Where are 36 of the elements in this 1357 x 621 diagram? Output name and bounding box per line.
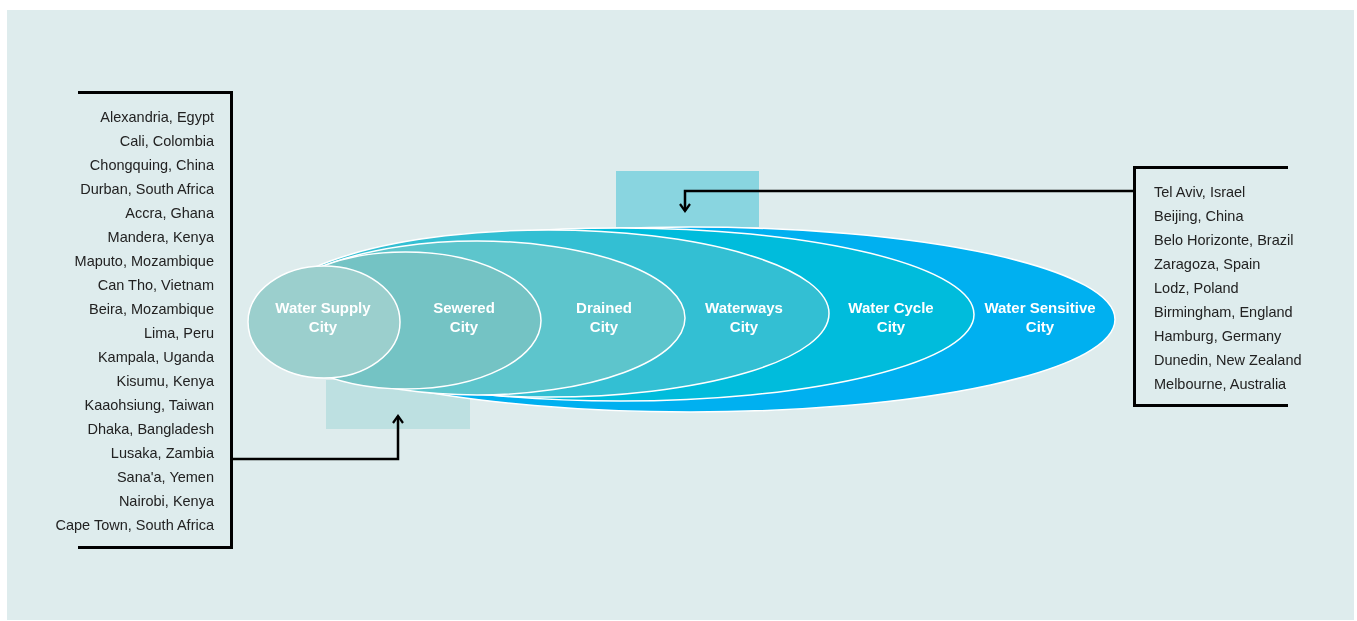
stage-label: Water Sensitive City (983, 298, 1097, 336)
city-name: Dunedin, New Zealand (1154, 351, 1302, 370)
city-name: Zaragoza, Spain (1154, 255, 1261, 274)
city-name: Maputo, Mozambique (74, 252, 214, 271)
arrow (678, 189, 1133, 213)
stage-label: Drained City (575, 298, 633, 336)
city-name: Melbourne, Australia (1154, 375, 1287, 394)
arrow (233, 414, 405, 461)
highlight-box (616, 171, 759, 227)
city-name: Alexandria, Egypt (100, 108, 214, 127)
city-name: Kaaohsiung, Taiwan (84, 396, 214, 415)
city-name: Cali, Colombia (119, 132, 214, 151)
city-name: Accra, Ghana (125, 204, 214, 223)
city-name: Birmingham, England (1154, 303, 1293, 322)
city-name: Beira, Mozambique (89, 300, 214, 319)
city-name: Lima, Peru (143, 324, 214, 343)
city-name: Belo Horizonte, Brazil (1154, 231, 1294, 250)
city-name: Hamburg, Germany (1154, 327, 1282, 346)
city-name: Tel Aviv, Israel (1154, 183, 1246, 202)
city-name: Dhaka, Bangladesh (87, 420, 214, 439)
city-name: Beijing, China (1154, 207, 1244, 226)
city-name: Cape Town, South Africa (55, 516, 214, 535)
city-name: Lusaka, Zambia (110, 444, 214, 463)
city-name: Kampala, Uganda (97, 348, 214, 367)
city-name: Kisumu, Kenya (116, 372, 214, 391)
city-name: Mandera, Kenya (107, 228, 214, 247)
stage-label: Sewered City (432, 298, 496, 336)
city-name: Chongquing, China (89, 156, 214, 175)
city-name: Sana'a, Yemen (116, 468, 214, 487)
city-name: Durban, South Africa (80, 180, 214, 199)
stage-label: Water Cycle City (847, 298, 935, 336)
stage-label: Water Supply City (274, 298, 372, 336)
city-name: Lodz, Poland (1154, 279, 1239, 298)
city-name: Can Tho, Vietnam (97, 276, 214, 295)
stage-label: Waterways City (704, 298, 784, 336)
city-name: Nairobi, Kenya (118, 492, 214, 511)
